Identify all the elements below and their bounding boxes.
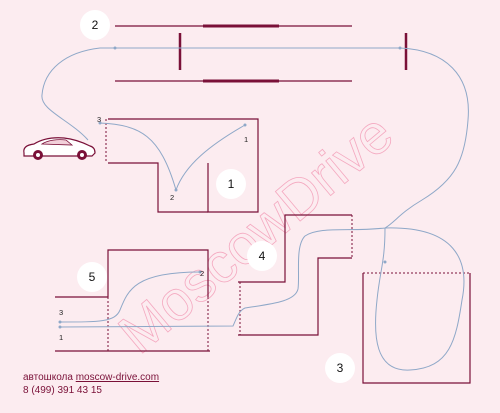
phone-number: 8 (499) 391 43 15 [23,385,102,396]
exercise-3-track [362,272,471,384]
exercise-5-badge: 5 [77,262,107,292]
exercise-1-badge: 1 [216,169,246,199]
school-name-line: автошкола moscow-drive.com [23,372,159,383]
exercise-1-track [105,118,259,213]
exercise-5-point-1: 1 [59,333,64,342]
exercise-4-track [238,214,353,336]
exercise-1-point-2: 2 [170,193,175,202]
exercise-5-point-3: 3 [59,308,64,317]
sports-car-icon [23,137,96,160]
school-website-link[interactable]: moscow-drive.com [75,372,160,383]
exercise-3-badge: 3 [325,353,355,383]
exercise-4-badge: 4 [247,241,277,271]
exercise-2-track [115,24,408,83]
route-markers [58,46,402,329]
exercise-1-point-3: 3 [97,115,102,124]
exercise-5-track [55,249,210,352]
exercise-5-point-2: 2 [200,269,205,278]
exercise-2-badge: 2 [80,10,110,40]
exercise-1-point-1: 1 [244,135,249,144]
school-prefix: автошкола [23,372,76,383]
